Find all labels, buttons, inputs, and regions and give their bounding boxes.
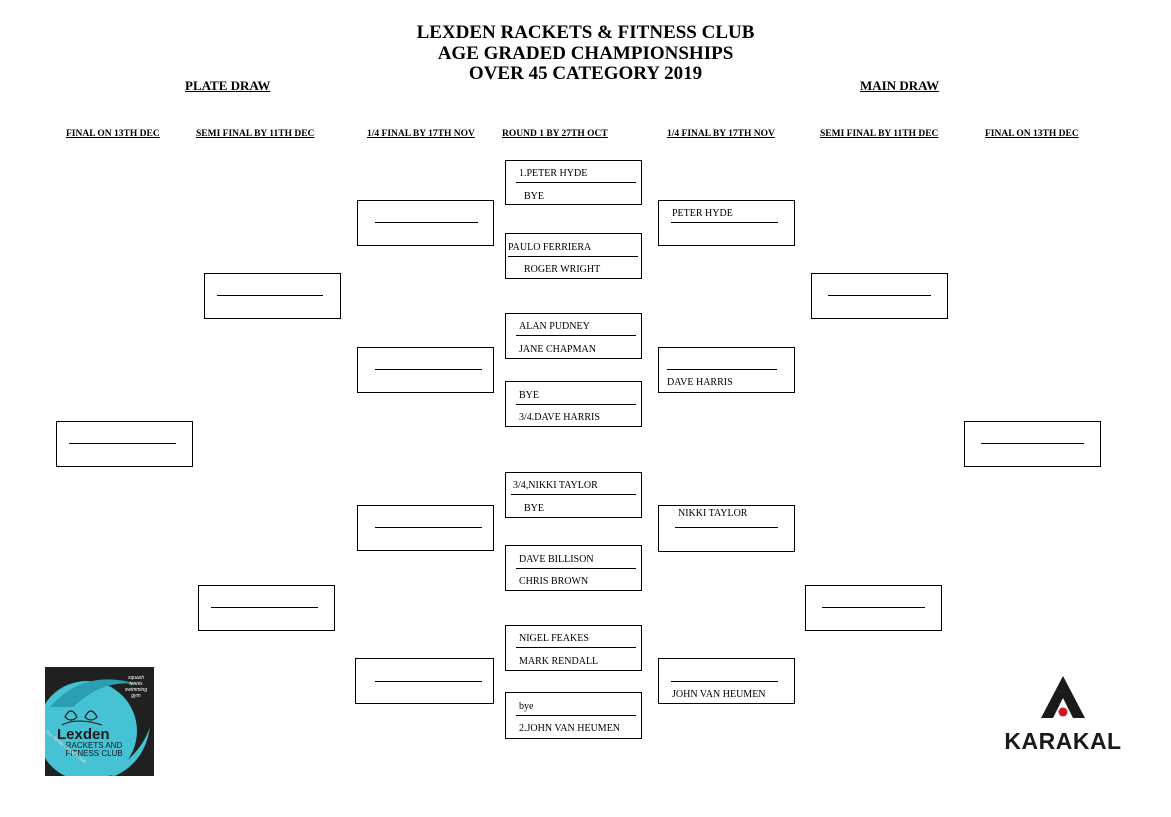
- main-qf-4: JOHN VAN HEUMEN: [658, 658, 795, 704]
- round1-match-7-player2: MARK RENDALL: [519, 656, 599, 667]
- round1-match-8: bye 2.JOHN VAN HEUMEN: [505, 692, 642, 739]
- round1-match-2-player2: ROGER WRIGHT: [524, 264, 601, 275]
- karakal-logo-icon: [1041, 676, 1085, 718]
- round1-match-6-player1: DAVE BILLISON: [519, 554, 594, 565]
- main-draw-heading: MAIN DRAW: [860, 78, 940, 93]
- lexden-activities: squash tennis swimming gym: [124, 675, 148, 699]
- plate-final: [56, 421, 193, 467]
- plate-qf-3: [357, 505, 494, 551]
- category-title: OVER 45 CATEGORY 2019: [468, 63, 703, 84]
- col-main-qf: 1/4 FINAL BY 17TH NOV: [667, 129, 775, 139]
- round1-match-2-player1: PAULO FERRIERA: [508, 242, 592, 253]
- round1-match-3-player2: JANE CHAPMAN: [519, 344, 596, 355]
- main-qf-4-player2: JOHN VAN HEUMEN: [672, 689, 766, 700]
- round1-match-5: 3/4,NIKKI TAYLOR BYE: [505, 472, 642, 518]
- round1-match-8-player1: bye: [519, 701, 534, 712]
- plate-semi-2: [198, 585, 335, 631]
- col-main-semi: SEMI FINAL BY 11TH DEC: [820, 129, 939, 139]
- main-qf-1-player1: PETER HYDE: [672, 208, 733, 219]
- round1-match-5-player2: BYE: [524, 503, 544, 514]
- plate-semi-1: [204, 273, 341, 319]
- round1-match-4-player1: BYE: [519, 390, 539, 401]
- club-title: LEXDEN RACKETS & FITNESS CLUB: [416, 22, 755, 43]
- round1-match-6-player2: CHRIS BROWN: [519, 576, 589, 587]
- round1-match-4: BYE 3/4.DAVE HARRIS: [505, 381, 642, 427]
- karakal-logo: KARAKAL: [1003, 674, 1123, 759]
- col-plate-semi: SEMI FINAL BY 11TH DEC: [196, 129, 315, 139]
- main-qf-3-player1: NIKKI TAYLOR: [678, 508, 748, 519]
- round1-match-1-player1: 1.PETER HYDE: [519, 168, 588, 179]
- col-round1: ROUND 1 BY 27TH OCT: [502, 129, 608, 139]
- main-qf-3: NIKKI TAYLOR: [658, 505, 795, 552]
- plate-draw-heading: PLATE DRAW: [185, 78, 271, 93]
- main-qf-2-player2: DAVE HARRIS: [667, 377, 733, 388]
- round1-match-6: DAVE BILLISON CHRIS BROWN: [505, 545, 642, 591]
- col-main-final: FINAL ON 13TH DEC: [985, 129, 1079, 139]
- lexden-logo-graphic: [45, 679, 150, 776]
- lexden-logo: squash tennis swimming gym Lexden RACKET…: [45, 667, 154, 776]
- main-qf-1: PETER HYDE: [658, 200, 795, 246]
- lexden-subtitle: RACKETS AND FITNESS CLUB: [65, 741, 123, 758]
- round1-match-5-player1: 3/4,NIKKI TAYLOR: [513, 480, 598, 491]
- main-semi-2: [805, 585, 942, 631]
- round1-match-4-player2: 3/4.DAVE HARRIS: [519, 412, 600, 423]
- karakal-wordmark: KARAKAL: [1004, 728, 1122, 754]
- col-plate-final: FINAL ON 13TH DEC: [66, 129, 160, 139]
- round1-match-3: ALAN PUDNEY JANE CHAPMAN: [505, 313, 642, 359]
- main-semi-1: [811, 273, 948, 319]
- round1-match-3-player1: ALAN PUDNEY: [519, 321, 590, 332]
- plate-qf-4: [355, 658, 494, 704]
- plate-qf-1: [357, 200, 494, 246]
- round1-match-8-player2: 2.JOHN VAN HEUMEN: [519, 723, 621, 734]
- round1-match-2: PAULO FERRIERA ROGER WRIGHT: [505, 233, 642, 279]
- plate-qf-2: [357, 347, 494, 393]
- round1-match-1: 1.PETER HYDE BYE: [505, 160, 642, 205]
- round1-match-7-player1: NIGEL FEAKES: [519, 633, 589, 644]
- championship-title: AGE GRADED CHAMPIONSHIPS: [437, 43, 734, 64]
- col-plate-qf: 1/4 FINAL BY 17TH NOV: [367, 129, 475, 139]
- main-final: [964, 421, 1101, 467]
- round1-match-7: NIGEL FEAKES MARK RENDALL: [505, 625, 642, 671]
- round1-match-1-player2: BYE: [524, 191, 544, 202]
- main-qf-2: DAVE HARRIS: [658, 347, 795, 393]
- lexden-name: Lexden: [57, 726, 110, 743]
